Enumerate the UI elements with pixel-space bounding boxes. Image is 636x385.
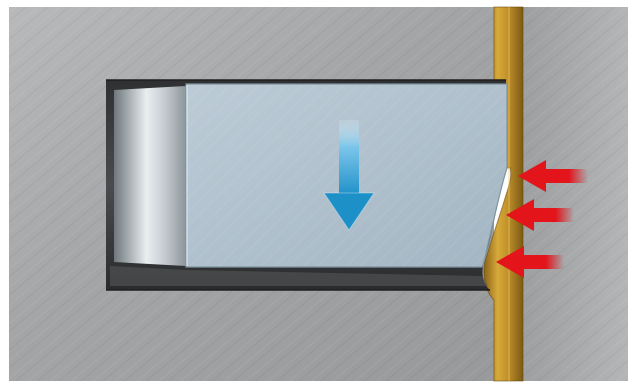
outer-wall [523, 7, 628, 381]
sleeve-bore [114, 86, 186, 266]
